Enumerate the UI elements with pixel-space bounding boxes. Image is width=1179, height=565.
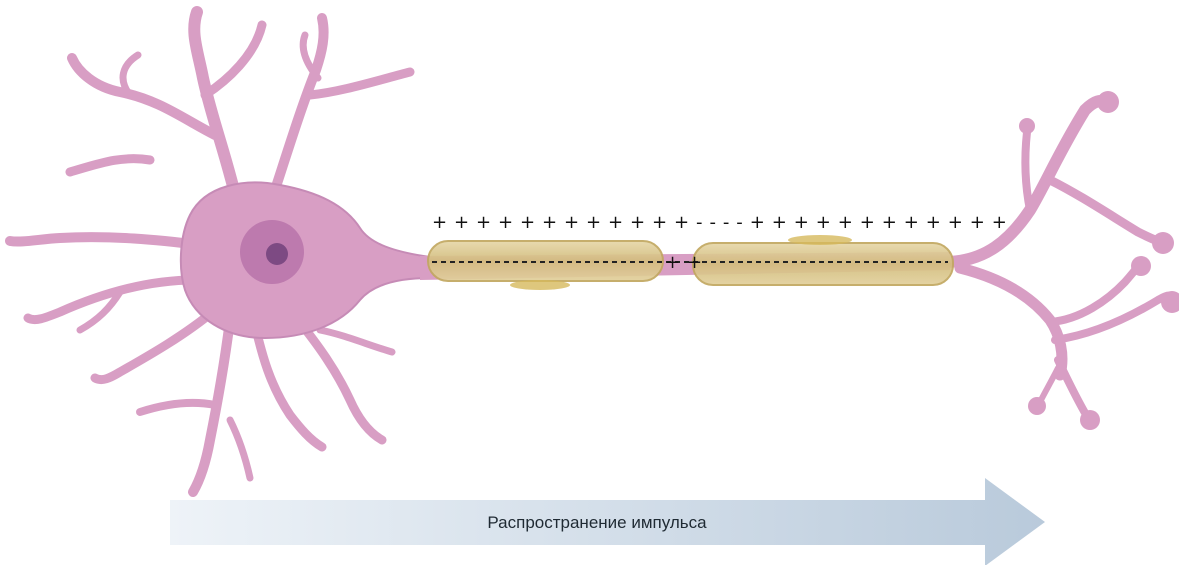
nucleus [240,220,304,284]
arrow-label: Распространение импульса [487,513,707,532]
synaptic-knobs [1019,91,1179,430]
nucleolus [266,243,288,265]
myelin-segment-right [693,243,953,285]
myelin-nucleus-right [788,235,852,245]
charge-row-top: + + + + + + + + + + + + - - - - + + + + … [432,212,1007,233]
charge-node-bottom: + + [665,252,703,273]
propagation-arrow: Распространение импульса [170,478,1045,565]
myelin-nucleus-left [510,280,570,290]
soma [181,183,430,338]
